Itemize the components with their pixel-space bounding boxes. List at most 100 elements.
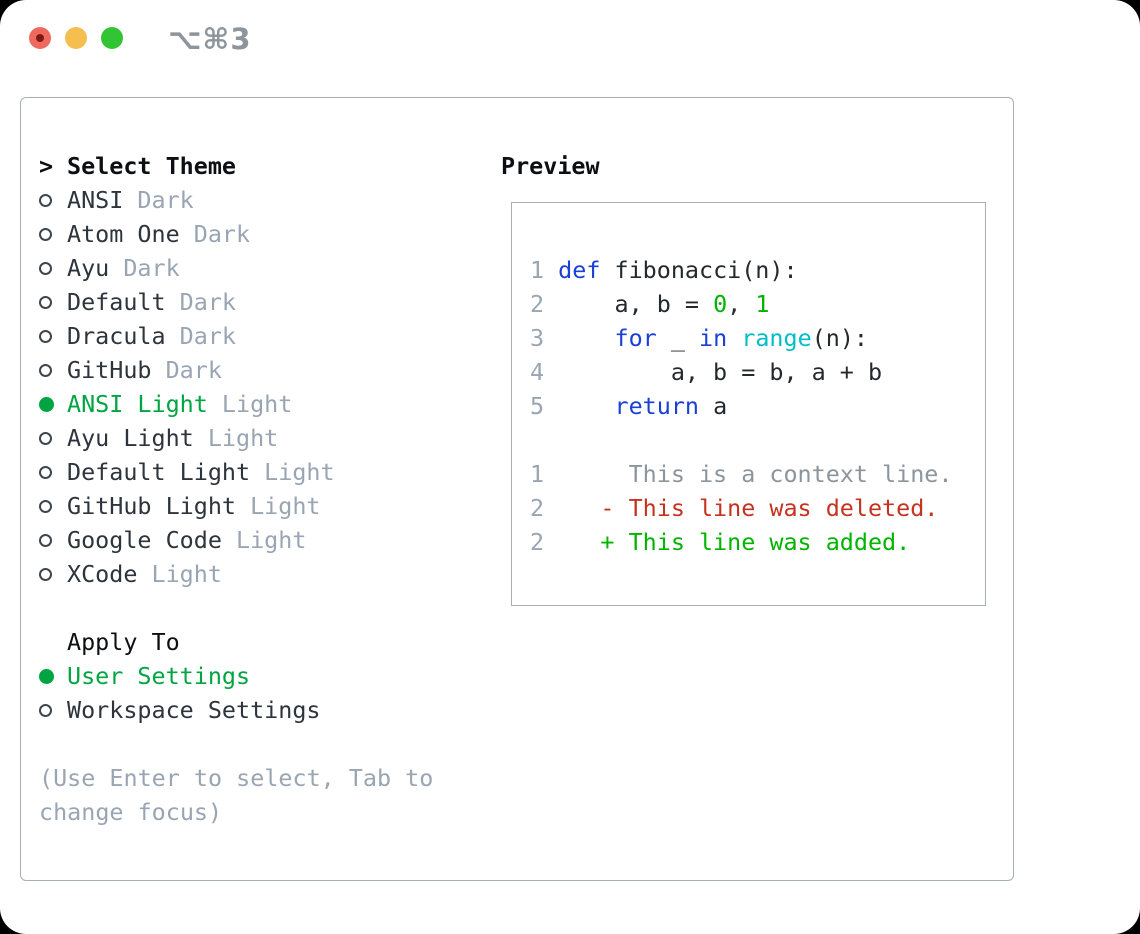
theme-variant-badge: Light [137,560,222,588]
radio-icon [39,295,52,309]
code-token: _ [656,324,699,352]
theme-name: GitHub Light [67,492,236,520]
radio-icon [39,261,52,275]
hint-line-2: change focus) [39,798,223,826]
titlebar: ⌥⌘3 [0,0,1140,76]
theme-name: GitHub [67,356,152,384]
theme-variant-badge: Dark [123,186,194,214]
radio-icon [39,499,52,513]
code-token: , [727,290,756,318]
theme-variant-badge: Dark [151,356,222,384]
code-line: 2 a, b = 0, 1 [530,287,985,321]
code-token [558,324,614,352]
theme-variant-badge: Light [236,492,321,520]
theme-variant-badge: Light [193,424,279,452]
spacer [39,591,479,625]
apply-option-label: User Settings [67,662,251,690]
line-number: 3 [530,324,545,352]
radio-icon [39,227,52,241]
radio-icon [39,329,52,343]
code-token: fibonacci(n): [600,256,798,284]
code-line: 5 return a [530,389,985,423]
line-number: 2 [530,494,545,522]
theme-option-github[interactable]: GitHub Dark [39,353,479,387]
line-number: 1 [530,460,545,488]
theme-variant-badge: Light [221,526,307,554]
radio-selected-icon [39,396,54,412]
preview-title: Preview [501,152,600,180]
code-token: a, b = [558,290,714,318]
theme-option-ayu-light[interactable]: Ayu Light Light [39,421,479,455]
theme-name: XCode [67,560,138,588]
theme-variant-badge: Light [250,458,335,486]
theme-variant-badge: Dark [165,288,236,316]
apply-to-title: Apply To [67,628,180,656]
code-token: for [614,324,657,352]
code-line: 4 a, b = b, a + b [530,355,985,389]
theme-name: Default [67,288,166,316]
code-token: a [699,392,728,420]
theme-variant-badge: Dark [109,254,180,282]
line-number: 1 [530,256,545,284]
theme-option-dracula[interactable]: Dracula Dark [39,319,479,353]
code-token: (n): [811,324,869,352]
code-token: - This line was deleted. [558,494,939,522]
apply-option-label: Workspace Settings [67,696,321,724]
code-line: 2 + This line was added. [530,525,985,559]
theme-option-xcode[interactable]: XCode Light [39,557,479,591]
apply-to-header: Apply To [39,625,479,659]
code-token [558,392,614,420]
zoom-button[interactable] [101,27,123,49]
theme-option-default-light[interactable]: Default Light Light [39,455,479,489]
line-number: 5 [530,392,545,420]
theme-variant-badge: Light [207,390,293,418]
theme-variant-badge: Dark [179,220,251,248]
spacer [39,727,479,761]
radio-icon [39,567,52,581]
theme-name: Ayu [67,254,110,282]
theme-name: ANSI Light [67,390,208,418]
close-button[interactable] [29,27,51,49]
theme-option-ansi-light[interactable]: ANSI Light Light [39,387,479,421]
unsaved-indicator-dot [36,34,44,42]
theme-option-ansi[interactable]: ANSI Dark [39,183,479,217]
radio-icon [39,431,52,445]
radio-icon [39,533,52,547]
line-number: 2 [530,290,545,318]
radio-icon [39,363,52,377]
radio-icon [39,465,52,479]
code-token: range [741,324,812,352]
selection-caret: > [39,152,54,180]
theme-option-github-light[interactable]: GitHub Light Light [39,489,479,523]
radio-icon [39,703,52,717]
code-token [727,324,741,352]
line-number: 4 [530,358,545,386]
code-token: in [699,324,728,352]
radio-selected-icon [39,668,54,684]
radio-icon [39,193,52,207]
blank-line [530,219,985,253]
apply-option-user-settings[interactable]: User Settings [39,659,479,693]
theme-name: Dracula [67,322,166,350]
theme-option-ayu[interactable]: Ayu Dark [39,251,479,285]
apply-option-workspace-settings[interactable]: Workspace Settings [39,693,479,727]
code-token: return [614,392,700,420]
code-token: 1 [755,290,770,318]
theme-option-default[interactable]: Default Dark [39,285,479,319]
keyboard-shortcut-label: ⌥⌘3 [168,22,252,56]
theme-name: Atom One [67,220,180,248]
theme-option-atom-one[interactable]: Atom One Dark [39,217,479,251]
code-token: def [558,256,601,284]
select-theme-header: > Select Theme [39,149,479,183]
theme-option-google-code[interactable]: Google Code Light [39,523,479,557]
code-token: This is a context line. [558,460,953,488]
hint-line-1: (Use Enter to select, Tab to [39,764,434,792]
theme-name: Ayu Light [67,424,194,452]
code-line: 3 for _ in range(n): [530,321,985,355]
minimize-button[interactable] [65,27,87,49]
code-token: 0 [713,290,728,318]
